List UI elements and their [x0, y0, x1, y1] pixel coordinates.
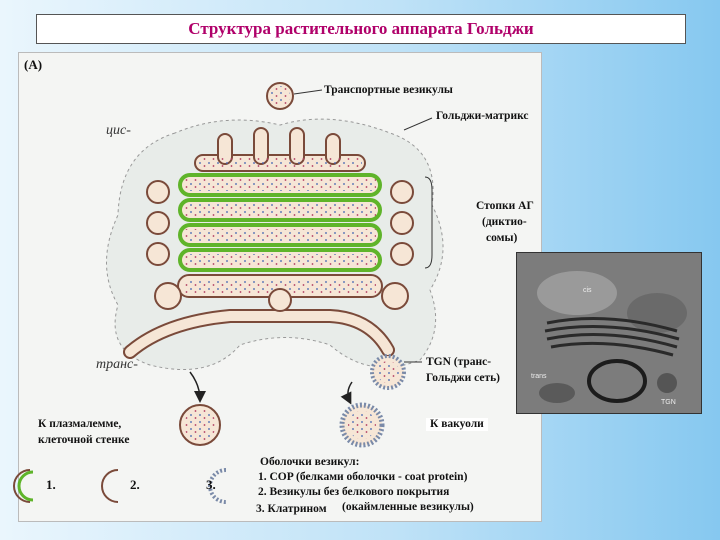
- side-vesicles-right: [381, 180, 414, 310]
- legend-item-2: 2.: [130, 477, 140, 492]
- side-vesicles-left: [146, 180, 182, 310]
- label-to-membrane-1: К плазмалемме,: [38, 418, 122, 430]
- label-transport-vesicles: Транспортные везикулы: [324, 84, 453, 96]
- arrow-to-membrane: [189, 371, 206, 403]
- arrow-to-vacuole: [340, 381, 353, 405]
- vacuole-clathrin-vesicle: [339, 402, 385, 448]
- transport-vesicle-top: [266, 82, 294, 110]
- legend-item-3: 3.: [206, 477, 216, 492]
- legend-item-1: 1.: [46, 477, 56, 492]
- golgi-stack: [177, 173, 383, 298]
- title-box: Структура растительного аппарата Гольджи: [36, 14, 686, 44]
- transport-pointer-line: [293, 89, 323, 95]
- secretory-vesicle: [179, 404, 221, 446]
- legend-uncoated-icon: [101, 469, 119, 503]
- label-stacks-2: (диктио-: [482, 216, 527, 228]
- micrograph-drawing: [517, 253, 701, 413]
- tgn-clathrin-vesicle: [370, 354, 406, 390]
- legend-line-2: 2. Везикулы без белкового покрытия: [258, 486, 450, 498]
- legend-cop-icon: [13, 469, 34, 503]
- label-golgi-matrix: Гольджи-матрикс: [436, 110, 529, 122]
- label-trans: транс-: [96, 357, 138, 372]
- legend-line-1: 1. COP (белками оболочки - coat protein): [258, 471, 468, 483]
- micro-label-trans: trans: [531, 373, 547, 380]
- label-to-vacuole: К вакуоли: [426, 418, 488, 431]
- label-tgn-1: TGN (транс-: [426, 356, 492, 368]
- legend-heading: Оболочки везикул:: [260, 456, 360, 468]
- label-cis: цис-: [106, 123, 131, 138]
- legend-clathrin-icon: [208, 468, 227, 504]
- label-tgn-2: Гольджи сеть): [426, 372, 501, 384]
- label-to-membrane-2: клеточной стенке: [38, 434, 130, 446]
- label-stacks-1: Стопки АГ: [476, 200, 534, 212]
- label-stacks-3: сомы): [486, 232, 518, 244]
- stacks-bracket: [424, 176, 433, 269]
- micro-label-cis: cis: [583, 287, 592, 294]
- page-title: Структура растительного аппарата Гольджи: [188, 19, 534, 38]
- electron-micrograph: cis trans TGN: [516, 252, 702, 414]
- micro-label-tgn: TGN: [661, 399, 676, 406]
- panel-label: (A): [24, 57, 43, 72]
- legend-line-3b: (окаймленные везикулы): [342, 501, 474, 513]
- matrix-pointer-line: [403, 117, 433, 131]
- legend-line-3a: 3. Клатрином: [256, 503, 327, 515]
- cis-cisterna: [194, 127, 366, 172]
